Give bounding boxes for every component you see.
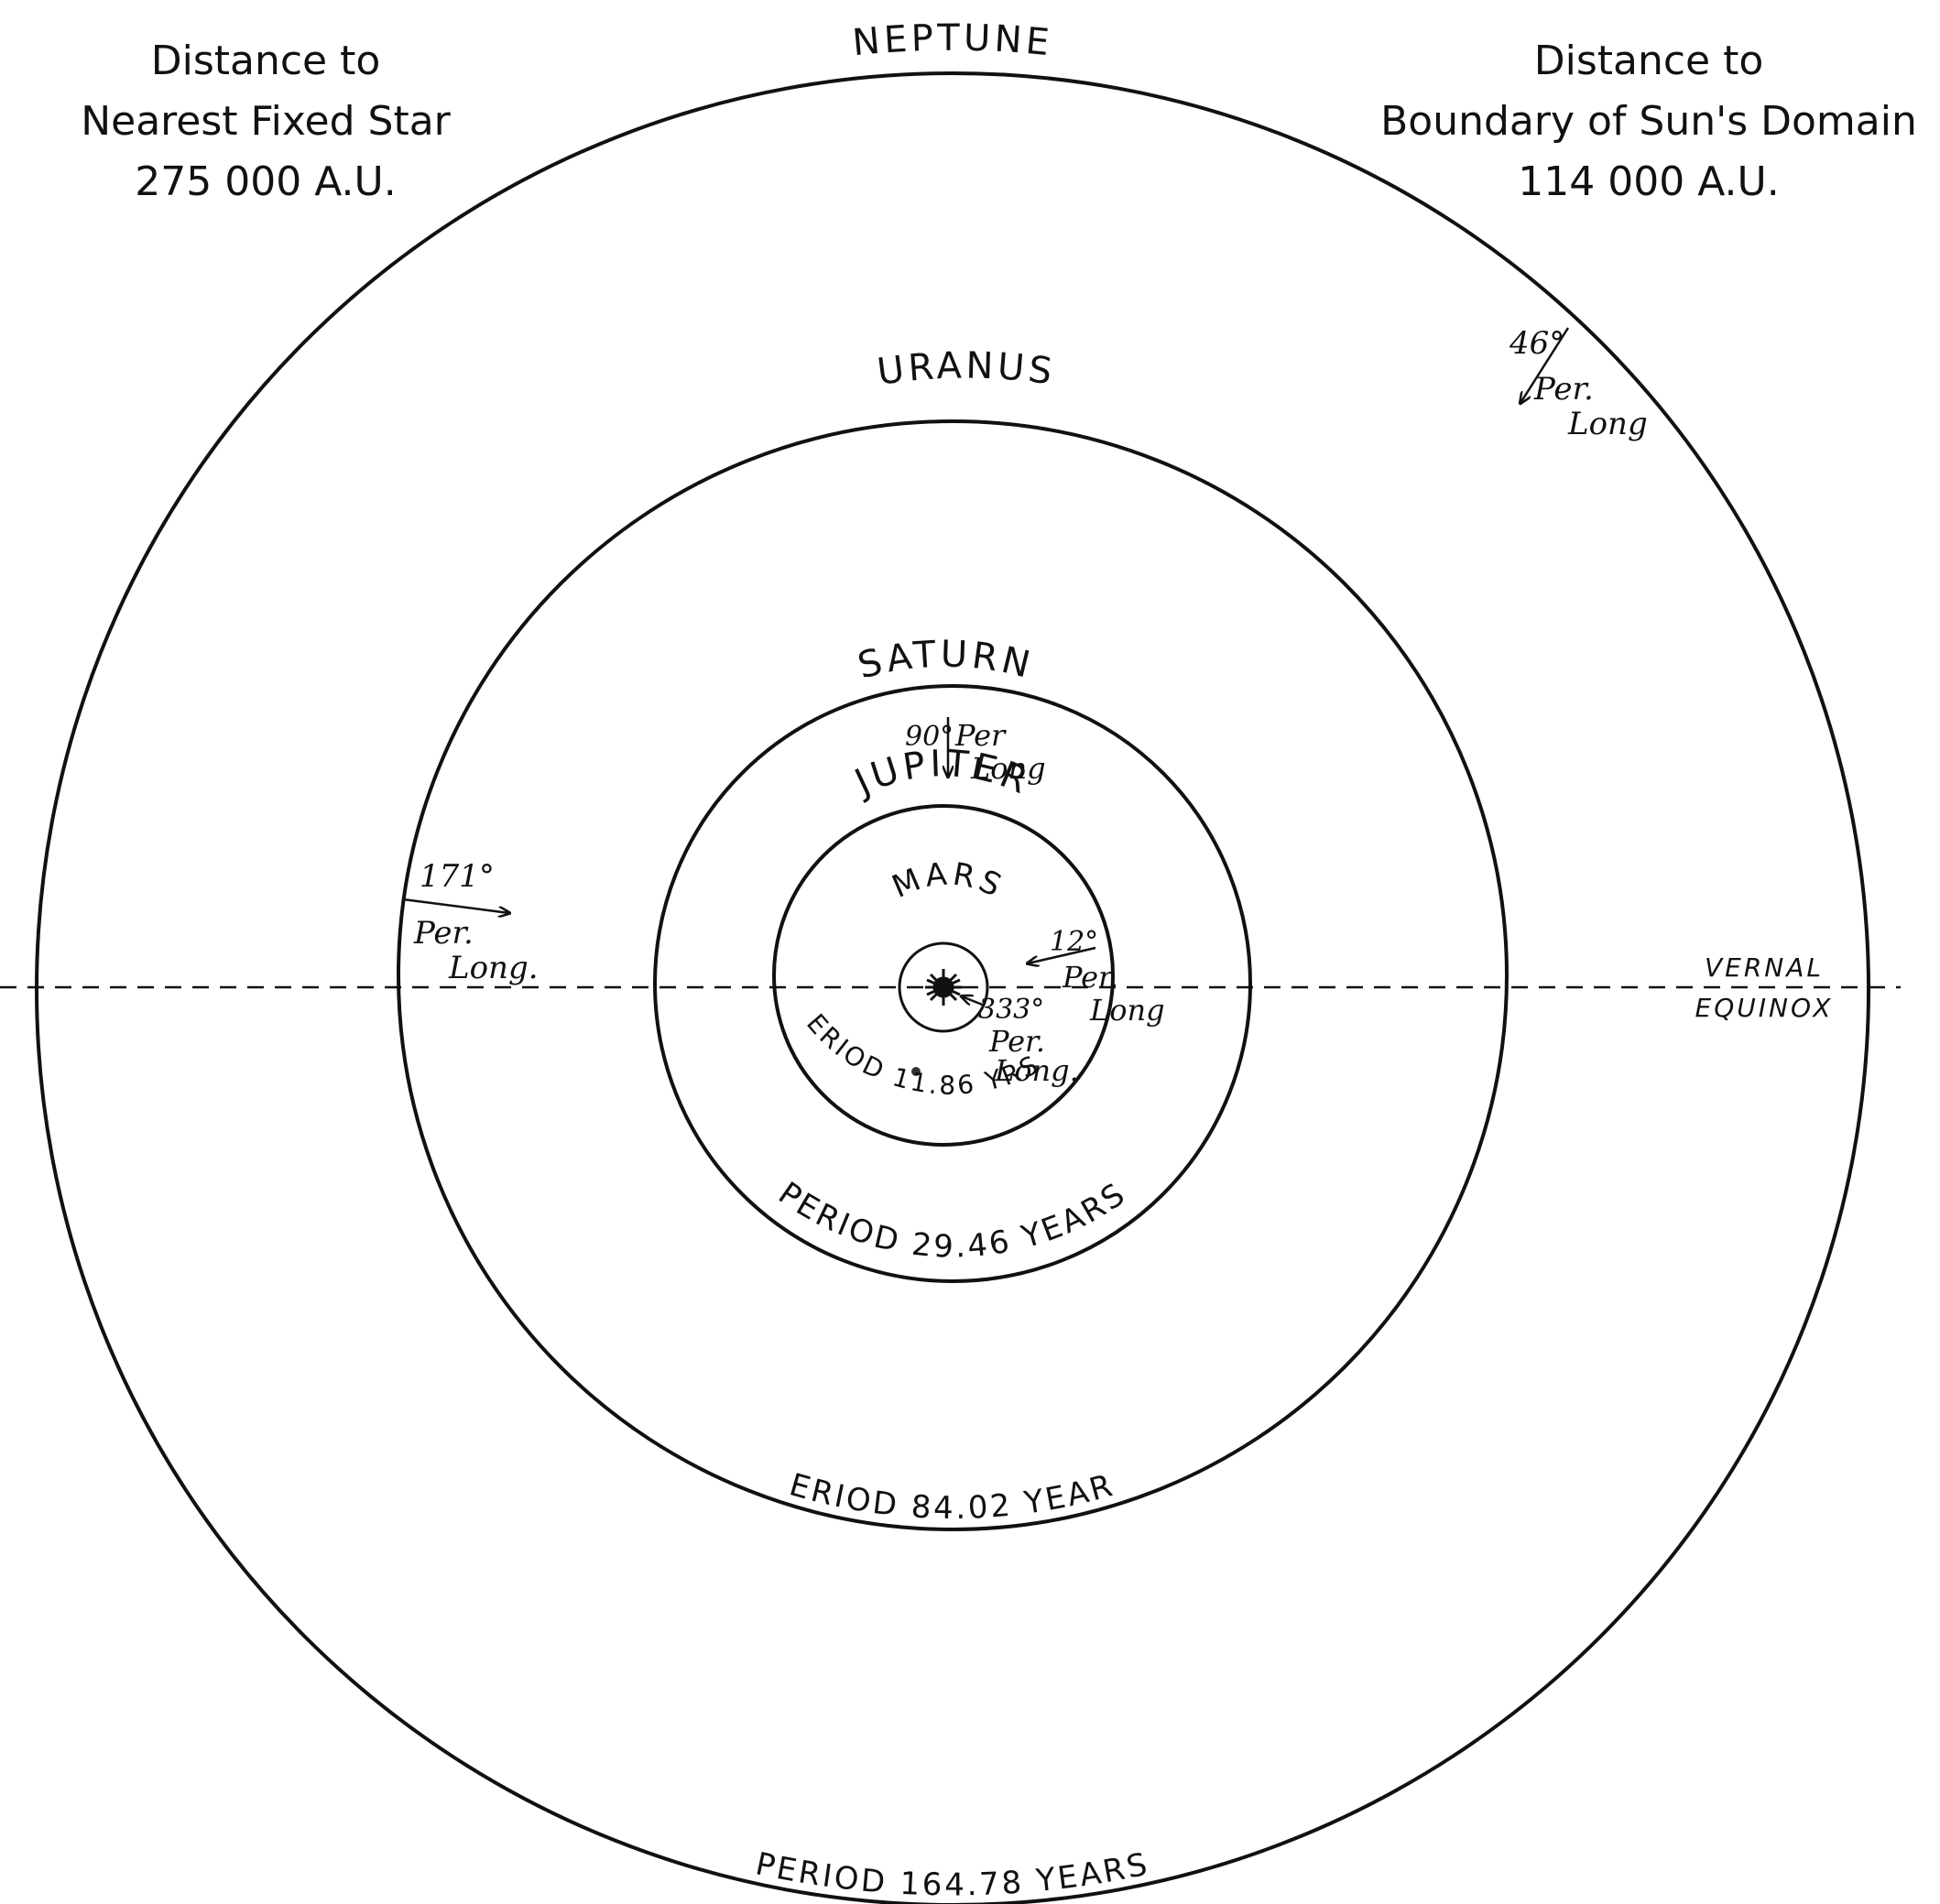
uranus-perihelion-degree: 171° bbox=[420, 858, 495, 895]
mars-perihelion-degree: 333° bbox=[978, 994, 1044, 1026]
neptune-perihelion-long: Long bbox=[1567, 406, 1648, 442]
nearest-star-note: Distance to Nearest Fixed Star 275 000 A… bbox=[55, 31, 476, 212]
neptune-orbit bbox=[35, 71, 1870, 1904]
sun-domain-line2: Boundary of Sun's Domain bbox=[1380, 98, 1917, 145]
saturn-perihelion-per: Per bbox=[954, 718, 1007, 753]
mars-label: MARS bbox=[887, 855, 1009, 906]
jupiter-orbit bbox=[772, 804, 1115, 1147]
neptune-perihelion-tick bbox=[1520, 327, 1570, 403]
equinox-label-line2: EQUINOX bbox=[1695, 993, 1834, 1023]
sun-domain-note: Distance to Boundary of Sun's Domain 114… bbox=[1374, 31, 1924, 212]
jupiter-period: PERIOD 11.86 YRS. bbox=[0, 0, 1045, 1101]
nearest-star-line2: Nearest Fixed Star bbox=[81, 98, 451, 145]
saturn-label: SATURN bbox=[854, 633, 1038, 687]
neptune-perihelion-degree: 46° bbox=[1509, 325, 1564, 362]
mars-perihelion-per: Per. bbox=[988, 1024, 1045, 1059]
nearest-star-distance: 275 000 A.U. bbox=[135, 158, 397, 205]
nearest-star-line1: Distance to bbox=[150, 38, 381, 84]
saturn-perihelion-degree: 90° bbox=[905, 721, 954, 753]
mars-orbit bbox=[898, 941, 989, 1033]
jupiter-perihelion-degree: 12° bbox=[1050, 926, 1098, 958]
saturn-perihelion-long: Long bbox=[970, 751, 1046, 786]
mars-perihelion-tick bbox=[962, 996, 986, 1007]
jupiter-perihelion-tick bbox=[1028, 946, 1096, 963]
neptune-perihelion-per: Per. bbox=[1533, 371, 1594, 408]
neptune-label: NEPTUNE bbox=[851, 17, 1055, 65]
uranus-perihelion-tick bbox=[402, 898, 509, 913]
sun-domain-line1: Distance to bbox=[1533, 38, 1764, 84]
uranus-perihelion-per: Per. bbox=[413, 915, 474, 952]
uranus-perihelion-long: Long. bbox=[448, 950, 539, 986]
jupiter-perihelion-per: Per. bbox=[1062, 960, 1118, 995]
mars-perihelion-long: Long. bbox=[994, 1053, 1079, 1088]
small-dot bbox=[911, 1067, 921, 1076]
uranus-label: URANUS bbox=[875, 344, 1058, 393]
sun-domain-distance: 114 000 A.U. bbox=[1518, 158, 1780, 205]
uranus-orbit bbox=[397, 419, 1509, 1531]
jupiter-perihelion-long: Long bbox=[1089, 993, 1165, 1028]
equinox-label-line1: VERNAL bbox=[1705, 952, 1824, 983]
saturn-orbit bbox=[653, 684, 1252, 1283]
